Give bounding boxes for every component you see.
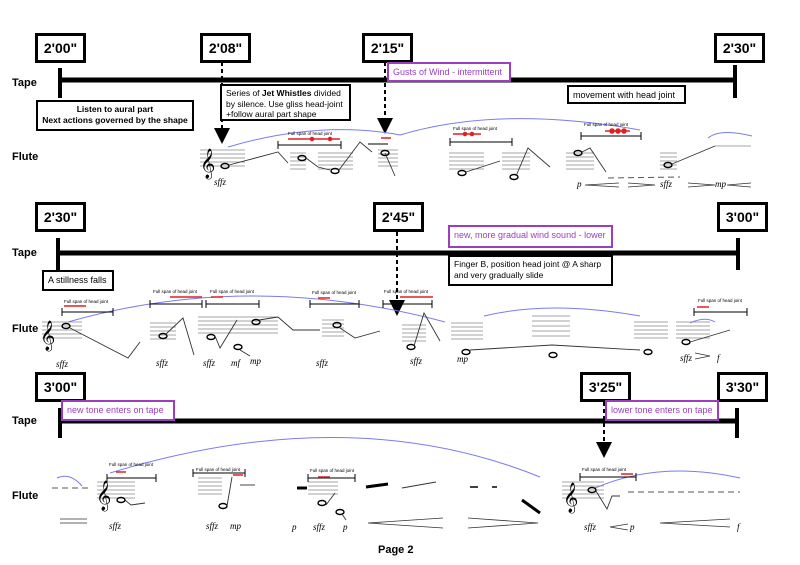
dynamics: sffz p sffz mp sffz sffz sffz mf mp sffz… <box>56 177 741 532</box>
svg-text:sffz: sffz <box>680 353 693 363</box>
instruction-emphasis: Jet Whistles <box>261 88 312 98</box>
svg-text:Full span of head joint: Full span of head joint <box>312 290 357 295</box>
instruction-line: Next actions governed by the shape <box>42 115 188 125</box>
time-marker: 2'30" <box>714 33 765 63</box>
svg-text:sffz: sffz <box>206 521 219 531</box>
svg-text:p: p <box>576 179 582 189</box>
dashed-sustains <box>52 176 740 493</box>
head-joint-labels: Full span of head joint Full span of hea… <box>64 122 743 473</box>
head-joint-spans <box>61 132 748 482</box>
time-marker: 2'45" <box>373 202 424 232</box>
svg-text:Full span of head joint: Full span of head joint <box>196 467 241 472</box>
time-marker: 2'00" <box>35 33 86 63</box>
instruction-text: divided by silence. Use gliss head-joint… <box>226 88 343 119</box>
svg-text:mf: mf <box>231 358 241 368</box>
svg-text:mp: mp <box>457 354 468 364</box>
tape-label: Tape <box>12 77 37 89</box>
time-marker: 2'30" <box>35 202 86 232</box>
svg-text:p: p <box>291 522 297 532</box>
svg-text:p: p <box>629 522 635 532</box>
svg-text:f: f <box>717 353 721 363</box>
time-marker: 3'30" <box>717 372 768 402</box>
treble-clefs: 𝄞 𝄞 𝄞 𝄞 <box>40 148 578 514</box>
aural-contour <box>56 118 753 489</box>
flute-label: Flute <box>12 151 39 163</box>
svg-text:𝄞: 𝄞 <box>200 148 215 180</box>
tape-cue-box: new tone enters on tape <box>61 400 175 421</box>
svg-text:Full span of head joint: Full span of head joint <box>64 299 109 304</box>
svg-text:sffz: sffz <box>660 179 673 189</box>
page-number: Page 2 <box>378 544 414 556</box>
staves <box>42 145 751 499</box>
gliss-lines <box>69 141 731 521</box>
head-joint-markers <box>64 128 709 478</box>
svg-text:mp: mp <box>715 179 726 189</box>
svg-text:f: f <box>737 522 741 532</box>
tape-cue-box: Gusts of Wind - intermittent <box>387 62 511 82</box>
svg-text:Full span of head joint: Full span of head joint <box>698 298 743 303</box>
svg-text:𝄞: 𝄞 <box>40 320 55 352</box>
time-marker: 2'08" <box>200 33 251 63</box>
svg-text:Full span of head joint: Full span of head joint <box>584 122 629 127</box>
instruction-box: Series of Jet Whistles divided by silenc… <box>220 84 351 121</box>
svg-text:sffz: sffz <box>203 358 216 368</box>
hairpins <box>60 182 752 531</box>
instruction-line: Listen to aural part <box>76 104 154 114</box>
svg-text:p: p <box>342 522 348 532</box>
instruction-box: A stillness falls <box>42 270 114 291</box>
tape-label: Tape <box>12 415 37 427</box>
time-marker: 2'15" <box>362 33 413 63</box>
instruction-box: movement with head joint <box>567 85 686 104</box>
svg-text:sffz: sffz <box>584 522 597 532</box>
time-marker: 3'00" <box>717 202 768 232</box>
svg-text:sffz: sffz <box>313 522 326 532</box>
svg-text:sffz: sffz <box>316 358 329 368</box>
svg-text:Full span of head joint: Full span of head joint <box>384 289 429 294</box>
svg-text:mp: mp <box>250 356 261 366</box>
svg-text:𝄞: 𝄞 <box>563 482 578 514</box>
svg-text:sffz: sffz <box>214 177 227 187</box>
svg-text:sffz: sffz <box>410 356 423 366</box>
svg-text:𝄞: 𝄞 <box>96 480 111 512</box>
svg-text:sffz: sffz <box>156 358 169 368</box>
svg-text:sffz: sffz <box>56 359 69 369</box>
svg-text:Full span of head joint: Full span of head joint <box>109 462 154 467</box>
instruction-box: Listen to aural part Next actions govern… <box>36 100 194 131</box>
time-marker: 3'00" <box>35 372 86 402</box>
time-marker: 3'25" <box>580 372 631 402</box>
tape-cue-box: new, more gradual wind sound - lower <box>448 225 613 248</box>
svg-text:Full span of head joint: Full span of head joint <box>210 289 255 294</box>
tape-cue-box: lower tone enters on tape <box>605 400 719 421</box>
instruction-text: Series of <box>226 88 262 98</box>
svg-text:Full span of head joint: Full span of head joint <box>582 467 627 472</box>
flute-label: Flute <box>12 490 39 502</box>
instruction-box: Finger B, position head joint @ A sharp … <box>448 255 613 286</box>
svg-text:Full span of head joint: Full span of head joint <box>153 289 198 294</box>
flute-label: Flute <box>12 323 39 335</box>
svg-text:Full span of head joint: Full span of head joint <box>310 468 355 473</box>
noteheads <box>61 149 691 516</box>
tape-label: Tape <box>12 247 37 259</box>
svg-text:sffz: sffz <box>109 521 122 531</box>
svg-text:Full span of head joint: Full span of head joint <box>288 131 333 136</box>
svg-text:mp: mp <box>230 521 241 531</box>
thick-gestures <box>297 482 541 515</box>
svg-text:Full span of head joint: Full span of head joint <box>453 126 498 131</box>
